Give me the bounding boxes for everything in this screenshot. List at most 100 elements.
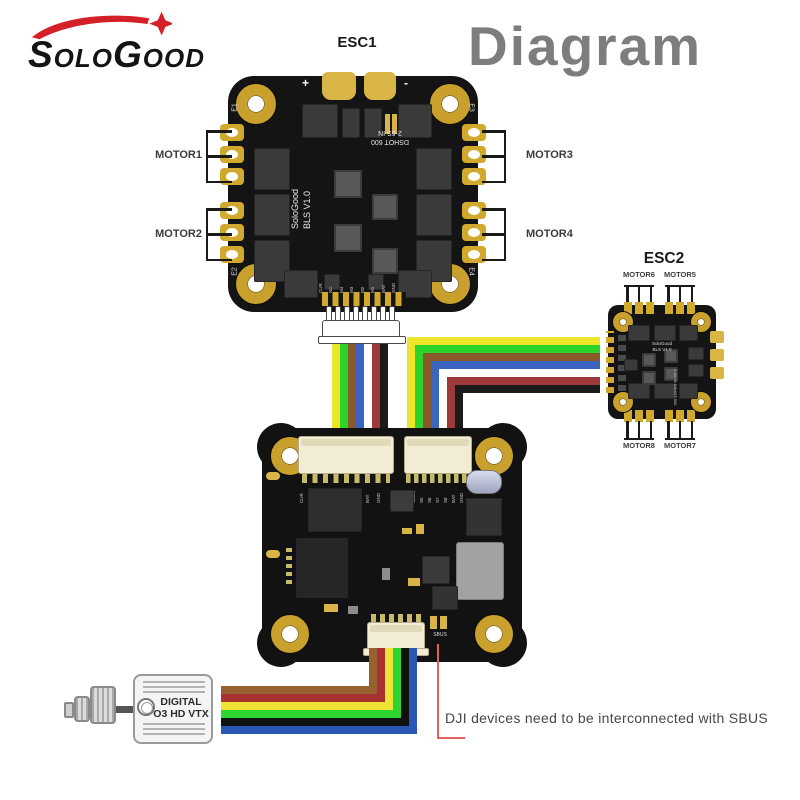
edge-pad: [266, 472, 280, 480]
motor3-pad: [462, 146, 486, 163]
mounting-hole: [475, 615, 513, 653]
esc1-board: + - E1 E3 E2 E4: [220, 72, 486, 312]
esc2-inner-pads: [618, 333, 626, 391]
mosfet: [284, 270, 318, 298]
fc-esc2-connector: [404, 436, 472, 474]
esc1-pin-label: M4: [339, 286, 344, 293]
pin-row: [286, 544, 292, 584]
ribbon-cable-esc1-fc: [332, 344, 388, 440]
lens-tip: [74, 696, 90, 722]
motor3-pad: [462, 168, 486, 185]
capacitor: [466, 470, 502, 494]
fc-esc1-connector: [298, 436, 394, 474]
esc-driver-chip: [372, 194, 398, 220]
motor2-pad: [220, 202, 244, 219]
fc-vtx-connector: [367, 622, 425, 652]
esc1-pin-label: M2: [360, 286, 365, 293]
motor4-pad: [462, 246, 486, 263]
smd-part: [324, 274, 340, 290]
mosfet: [416, 148, 452, 190]
logo-swoosh-icon: [31, 11, 172, 40]
esc1-pin-label: M1: [370, 286, 375, 293]
motor5-bracket: [665, 285, 695, 304]
motor1-pad: [220, 146, 244, 163]
mosfet: [302, 104, 338, 138]
mcu-chip: [308, 488, 362, 532]
power-tab: [710, 367, 724, 379]
sbus-note: DJI devices need to be interconnected wi…: [445, 710, 769, 726]
motor4-bracket: [482, 208, 506, 261]
esc-driver-chip: [334, 170, 362, 198]
mounting-hole: [430, 84, 470, 124]
motor2-bracket: [206, 208, 232, 261]
motor1-label: MOTOR1: [155, 149, 202, 161]
motor4-pad: [462, 224, 486, 241]
mosfet: [254, 148, 290, 190]
esc1-signal-pads: [322, 292, 406, 306]
sbus-pad: [440, 616, 447, 629]
motor8-bracket: [624, 421, 654, 440]
esc1-pin-label: NC: [328, 286, 333, 294]
edge-pad: [266, 550, 280, 558]
esc-driver-chip: [372, 248, 398, 274]
lens-cap: [64, 702, 74, 718]
esc-driver-chip: [334, 224, 362, 252]
mosfet: [416, 194, 452, 236]
corner-label-e1: E1: [231, 103, 239, 112]
power-tab: [710, 349, 724, 361]
camera-lens-barrel: [90, 686, 116, 724]
motor7-label: MOTOR7: [664, 441, 696, 450]
motor7-bracket: [665, 421, 695, 440]
passive: [348, 606, 358, 614]
motor5-label: MOTOR5: [664, 270, 696, 279]
capacitor: [342, 108, 360, 138]
vtx-label: DIGITAL O3 HD VTX: [153, 696, 209, 720]
connector-pins: [371, 614, 421, 623]
chip: [432, 586, 458, 610]
motor6-pads: [624, 302, 656, 314]
esc1-header-connector: [318, 304, 406, 346]
brand-text: SoloGood: [28, 34, 206, 75]
ribbon-cable-fc-esc2: [407, 337, 600, 438]
motor1-bracket: [206, 130, 232, 183]
motor8-pads: [624, 410, 656, 422]
power-pad-negative: [364, 72, 396, 100]
motor4-label: MOTOR4: [526, 228, 573, 240]
motor3-label: MOTOR3: [526, 149, 573, 161]
mosfet: [398, 104, 432, 138]
esc1-silk-version: BLS V1.0: [302, 190, 312, 229]
passive: [416, 524, 424, 534]
chip: [390, 490, 414, 512]
sbus-pad: [430, 616, 437, 629]
mosfet: [254, 194, 290, 236]
capacitor: [364, 108, 382, 138]
vtx-heatsink-fins: [143, 681, 205, 695]
esc2-label: ESC2: [643, 250, 685, 267]
mounting-hole: [236, 84, 276, 124]
vtx-heatsink-fins: [143, 723, 205, 737]
ribbon-cable-fc-vtx: [221, 648, 417, 734]
esc1-pin-label: GND: [391, 283, 396, 293]
passive: [382, 568, 390, 580]
gyro-chip: [296, 538, 348, 598]
esc1-silk-dshot: DSHOT 600 2-6S IN: [371, 129, 409, 145]
motor1-pad: [220, 124, 244, 141]
corner-label-e2: E2: [231, 267, 239, 276]
chip: [422, 556, 450, 584]
power-module: [456, 542, 504, 600]
sologood-logo: SoloGood: [28, 8, 248, 75]
motor6-bracket: [624, 285, 654, 304]
esc2-silk-dshot: 2-6S IN DSHOT 600: [673, 369, 678, 406]
smd-pad: [385, 114, 390, 134]
power-pad-positive: [322, 72, 356, 100]
flight-controller-board: CUR SBUS S1 S2 S3 S4 BAT GND CUR SBUS S5…: [257, 423, 527, 667]
plus-sign: +: [302, 76, 310, 90]
mounting-hole: [271, 615, 309, 653]
motor2-label: MOTOR2: [155, 228, 202, 240]
motor8-label: MOTOR8: [623, 441, 655, 450]
minus-sign: -: [404, 76, 408, 90]
sbus-silk-label: SBUS: [433, 632, 447, 638]
